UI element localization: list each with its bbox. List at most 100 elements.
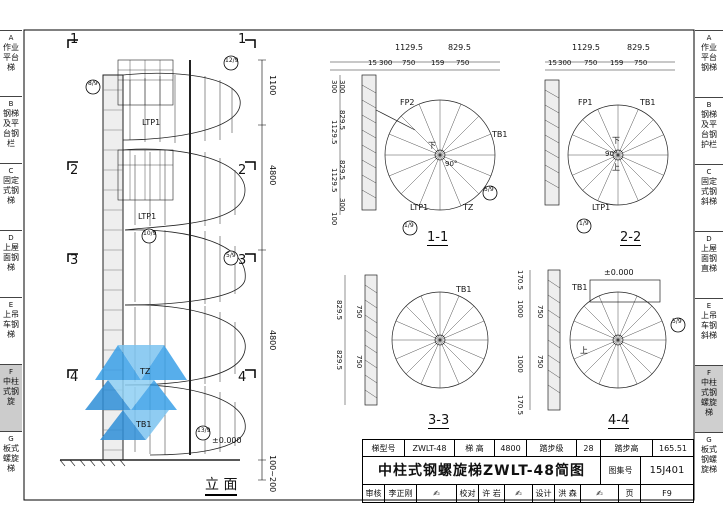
p11-side-dim-1: 300: [330, 80, 338, 94]
p11-mid-dim-4: 159: [431, 59, 445, 67]
ref-8: 8/9: [88, 80, 98, 87]
p11-mid-dim-3: 750: [402, 59, 416, 67]
p11-mid-dim-2: 300: [379, 59, 393, 67]
tb-height: 4800: [495, 440, 527, 456]
ref-12: 12/9: [225, 57, 239, 64]
p44-label-up: 上: [580, 346, 588, 355]
tb-designer: 洪 森: [555, 484, 581, 502]
p22-mid-dim-3: 750: [584, 59, 598, 67]
elevation-spiral: [117, 59, 246, 456]
drawing-title: 中柱式钢螺旋梯ZWLT-48简图: [363, 456, 601, 484]
p11-side-dim-2: 300: [338, 80, 346, 94]
p33-side-dim-2: 750: [355, 305, 363, 319]
level-label-1-left: 1: [70, 32, 79, 47]
ref-10: 10/9: [143, 230, 157, 237]
p11-label-angle: 90°: [445, 160, 458, 168]
ref-5: 5/9: [226, 252, 236, 259]
p44-side-dim-4: 750: [536, 355, 544, 369]
elevation-dimensions: [258, 59, 266, 481]
label-ltp1-lower: LTP1: [138, 212, 157, 221]
p33-side-dim-1: 829.5: [335, 300, 343, 321]
p11-ref-1: 1/9: [404, 222, 414, 229]
tb-page: F9: [662, 488, 672, 498]
p22-title: 2-2: [620, 230, 642, 246]
p33-title: 3-3: [428, 413, 450, 429]
p44-side-dim-6: 170.5: [516, 395, 524, 416]
p22-mid-dim-1: 15: [548, 59, 557, 67]
p44-side-dim-1: 170.5: [516, 270, 524, 291]
title-block-title-row: 中柱式钢螺旋梯ZWLT-48简图 图集号 15J401: [363, 456, 693, 485]
p44-side-dim-2: 1000: [516, 300, 524, 318]
tb-model: ZWLT-48: [405, 440, 455, 456]
p33-side-dim-3: 829.5: [335, 350, 343, 371]
p44-label-zero: ±0.000: [604, 268, 634, 277]
p22-ref-1: 1/9: [579, 220, 589, 227]
tb-checker-signature: ✍: [505, 484, 533, 502]
tb-rise-label: 踏步高: [601, 440, 653, 456]
plan-1-1: [330, 61, 500, 215]
p11-label-tb1: TB1: [492, 130, 508, 139]
p11-label-tz: TZ: [463, 203, 474, 212]
p11-label-ltp1: LTP1: [410, 203, 429, 212]
p11-side-dim-3: 829.5: [338, 110, 346, 131]
tb-atlas-label: 图集号: [601, 456, 641, 484]
p44-title: 4-4: [608, 413, 630, 429]
p22-label-tb1: TB1: [640, 98, 656, 107]
label-tz: TZ: [140, 367, 151, 376]
p33-label-tb1: TB1: [456, 285, 472, 294]
level-label-3-left: 3: [70, 253, 79, 268]
p22-label-up: 上: [612, 163, 620, 172]
tb-rise: 165.51: [659, 443, 687, 453]
p11-label-fp2: FP2: [400, 98, 415, 107]
plan-2-2: [544, 61, 675, 206]
level-label-2-left: 2: [70, 163, 79, 178]
p22-mid-dim-2: 300: [558, 59, 572, 67]
p44-side-dim-5: 1000: [516, 355, 524, 373]
reference-bubbles: [85, 55, 686, 441]
section-markers: [67, 39, 256, 378]
title-block-signatures: 审核 李正刚 ✍ 校对 许 岩 ✍ 设计 洪 森 ✍ 页 F9: [363, 484, 693, 502]
p11-top-dim-2: 829.5: [448, 43, 471, 52]
dim-1100: 1100: [268, 75, 277, 96]
tb-review-label: 审核: [363, 484, 385, 502]
watermark-logo: [85, 345, 187, 440]
tb-steps: 28: [577, 440, 601, 456]
level-label-2-right: 2: [238, 163, 247, 178]
level-label-1-right: 1: [238, 32, 247, 47]
p44-label-tb1: TB1: [572, 283, 588, 292]
tb-atlas: 15J401: [649, 464, 685, 476]
p22-label-ltp1: LTP1: [592, 203, 611, 212]
p11-top-dim-1: 1129.5: [395, 43, 423, 52]
level-label-4-right: 4: [238, 370, 247, 385]
tb-reviewer: 李正刚: [385, 484, 417, 502]
p22-top-dim-2: 829.5: [627, 43, 650, 52]
p11-label-down: 下: [428, 141, 436, 150]
plan-4-4: [529, 269, 667, 411]
p11-side-dim-5: 829.5: [338, 160, 346, 181]
tb-reviewer-signature: ✍: [417, 484, 457, 502]
title-block: 梯型号 ZWLT-48 梯 高 4800 踏步级 28 踏步高 165.51 中…: [362, 439, 694, 503]
tb-height-label: 梯 高: [455, 440, 495, 456]
dim-4800-lower: 4800: [268, 330, 277, 351]
label-ltp1-upper: LTP1: [142, 118, 161, 127]
elevation-title: 立 面: [205, 474, 238, 496]
p44-ref-5: 5/9: [672, 318, 682, 325]
